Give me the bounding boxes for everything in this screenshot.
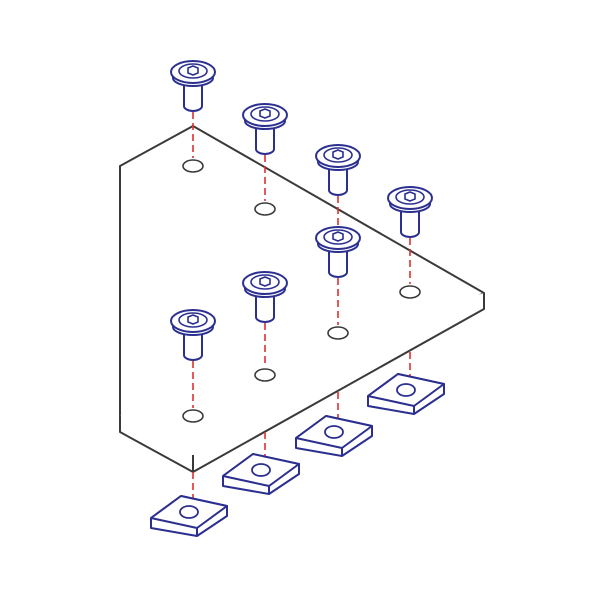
button-head-socket-screw-icon [315,144,361,196]
button-head-socket-screw-icon [315,226,361,278]
button-head-socket-screw-icon [242,271,288,323]
button-head-socket-screw-icon [242,103,288,155]
plate-hole [182,159,204,173]
button-head-socket-screw-icon [170,60,216,112]
slot-t-nut-icon [150,495,228,537]
triangular-plate [119,125,485,473]
plate-hole [182,409,204,423]
slot-t-nut-icon [222,453,300,495]
button-head-socket-screw-icon [170,309,216,361]
plate-hole [399,285,421,299]
plate-hole [254,368,276,382]
screw-group [170,60,433,361]
button-head-socket-screw-icon [387,186,433,238]
plate-hole [327,326,349,340]
slot-t-nut-icon [295,415,373,457]
slot-t-nut-icon [367,373,445,415]
plate-hole [254,202,276,216]
t-nut-group [150,373,445,537]
